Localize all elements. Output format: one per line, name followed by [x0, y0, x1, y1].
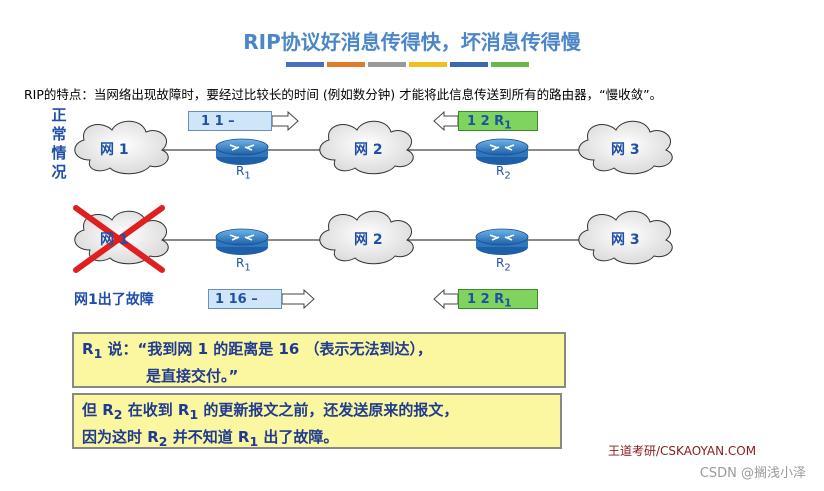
fault-label: 网1出了故障	[74, 292, 154, 308]
failure-cross-icon	[73, 205, 165, 273]
top-r1-message: 1 1 –	[188, 111, 272, 131]
rip-description: RIP的特点：当网络出现故障时，要经过比较长的时间 (例如数分钟) 才能将此信息…	[24, 87, 663, 102]
bottom-r2-arrow-icon	[433, 288, 459, 310]
top-router-r2-icon	[475, 138, 529, 166]
bottom-router-r2-label: R2	[496, 256, 511, 274]
title-color-bars	[286, 62, 532, 67]
title-bar-5	[450, 62, 488, 67]
top-r2-message: 1 2 R1	[458, 111, 538, 132]
top-network-1-label: 网 1	[100, 142, 129, 158]
bottom-r2-message: 1 2 R1	[458, 289, 538, 310]
top-r2-arrow-icon	[433, 110, 459, 132]
top-network-3-label: 网 3	[611, 142, 640, 158]
bottom-r1-message: 1 16 –	[208, 289, 282, 309]
r2-explanation-box: 但 R2 在收到 R1 的更新报文之前，还发送原来的报文， 因为这时 R2 并不…	[72, 393, 562, 449]
title-bar-3	[368, 62, 406, 67]
top-router-r2-label: R2	[496, 164, 511, 182]
title-bar-2	[327, 62, 365, 67]
r1-says-box: R1 说：“我到网 1 的距离是 16 （表示无法到达）， 是直接交付。”	[72, 332, 566, 388]
bottom-r1-arrow-icon	[281, 288, 315, 310]
top-r1-arrow-icon	[271, 110, 299, 132]
bottom-network-3-label: 网 3	[611, 232, 640, 248]
top-network-2-label: 网 2	[354, 142, 383, 158]
bottom-router-r1-icon	[215, 228, 269, 256]
bottom-network-2-label: 网 2	[354, 232, 383, 248]
title-bar-6	[491, 62, 529, 67]
page-title: RIP协议好消息传得快，坏消息传得慢	[243, 30, 581, 54]
title-bar-4	[409, 62, 447, 67]
normal-case-label: 正 常 情 况	[51, 106, 67, 181]
credit-text: 王道考研/CSKAOYAN.COM	[608, 444, 757, 458]
top-router-r1-label: R1	[236, 164, 251, 182]
csdn-watermark: CSDN @搁浅小泽	[699, 466, 806, 481]
bottom-router-r1-label: R1	[236, 256, 251, 274]
title-bar-1	[286, 62, 324, 67]
bottom-network-1-label: 网 1	[100, 232, 129, 248]
bottom-router-r2-icon	[475, 228, 529, 256]
top-router-r1-icon	[215, 138, 269, 166]
